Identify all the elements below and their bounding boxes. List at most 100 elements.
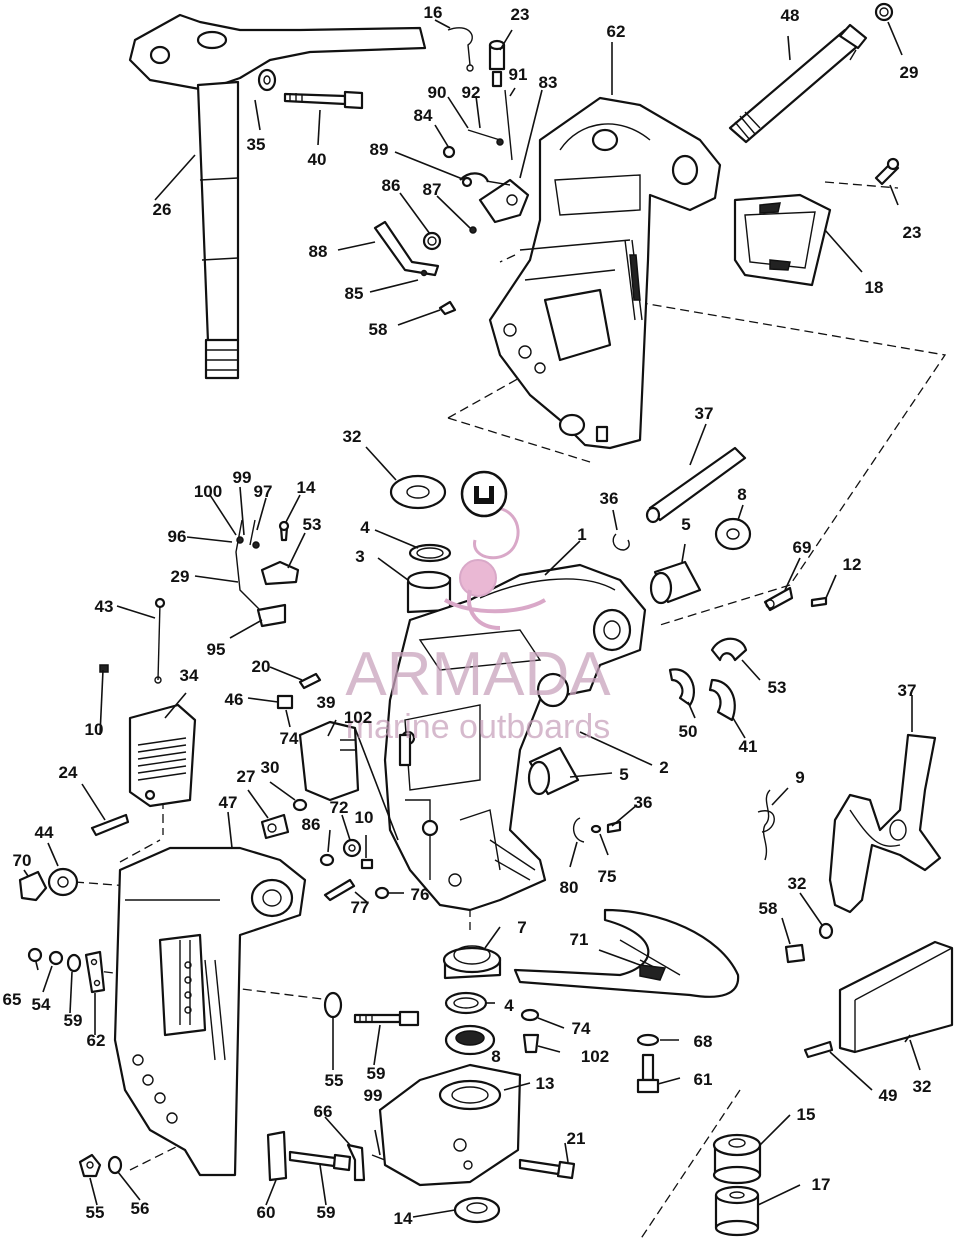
callout-label: 102	[581, 1047, 609, 1066]
callout-label: 75	[598, 867, 617, 886]
callout-label: 23	[511, 5, 530, 24]
nut-10	[99, 664, 109, 673]
callout-label: 32	[343, 427, 362, 446]
bushing-5-lower	[527, 746, 580, 796]
callout-label: 44	[35, 823, 54, 842]
bushing-3	[406, 570, 452, 614]
link-rod-89-92	[467, 89, 513, 161]
callout-label: 36	[634, 793, 653, 812]
callout-label: 59	[367, 1064, 386, 1083]
callout-label: 59	[317, 1203, 336, 1222]
bolt-59-lower	[288, 1150, 352, 1172]
callout-label: 41	[739, 737, 758, 756]
bushing-5-upper	[649, 560, 702, 605]
bolt-59-upper	[353, 1010, 420, 1027]
callout-label: 47	[219, 793, 238, 812]
callout-label: 7	[517, 918, 526, 937]
watermark-tagline: marine outboards	[346, 708, 611, 746]
callout-label: 21	[567, 1129, 586, 1148]
housing-13	[378, 1063, 522, 1187]
callout-label: 65	[3, 990, 22, 1009]
callout-label: 18	[865, 278, 884, 297]
spring-46	[276, 694, 294, 710]
callout-label: 24	[59, 763, 78, 782]
callout-labels: 16 23 62 48 29 35 40 26 91 90 92 83 84 8…	[3, 3, 932, 1228]
swivel-bracket-1	[383, 563, 647, 912]
watermark-logo: ARMADA marine outboards	[345, 470, 611, 746]
clip-35	[612, 533, 630, 551]
callout-label: 80	[560, 878, 579, 897]
callout-label: 74	[572, 1019, 591, 1038]
callout-label: 43	[95, 597, 114, 616]
cover-20	[128, 703, 197, 808]
stern-bracket-45	[113, 846, 307, 1177]
callout-label: 32	[913, 1077, 932, 1096]
nut-53-lower	[78, 1153, 102, 1178]
callout-label: 84	[414, 106, 433, 125]
clip-80	[573, 817, 585, 843]
cap-21	[488, 39, 506, 88]
callout-label: 2	[659, 758, 668, 777]
nut-53-upper	[48, 950, 64, 966]
bolt-61	[636, 1053, 660, 1094]
callout-label: 102	[344, 708, 372, 727]
callout-label: 17	[812, 1175, 831, 1194]
steering-arm-24	[128, 13, 427, 380]
callout-label: 23	[903, 223, 922, 242]
cam-51	[710, 637, 748, 662]
callout-label: 40	[308, 150, 327, 169]
callout-label: 85	[345, 284, 364, 303]
callout-label: 20	[252, 657, 271, 676]
callout-label: 74	[280, 729, 299, 748]
callout-label: 4	[504, 996, 514, 1015]
seal-4-upper	[408, 543, 452, 563]
spring-86	[422, 226, 477, 251]
bearing-8	[444, 1024, 496, 1056]
washer-28	[292, 798, 308, 812]
bolt-19	[518, 1158, 576, 1180]
callout-label: 60	[257, 1203, 276, 1222]
screw-102	[522, 1033, 540, 1054]
callout-label: 99	[233, 468, 252, 487]
lead-43	[154, 597, 166, 684]
callout-label: 8	[737, 485, 746, 504]
leader-lines	[23, 19, 921, 1218]
washer-70	[636, 1033, 660, 1047]
screw-76	[374, 886, 390, 900]
callout-label: 29	[171, 567, 190, 586]
knob-67	[18, 870, 48, 902]
callout-label: 34	[180, 666, 199, 685]
callout-label: 50	[679, 722, 698, 741]
clamp-bracket-64	[488, 96, 722, 450]
screw-58	[438, 300, 457, 316]
screw-12	[278, 520, 290, 542]
callout-label: 68	[694, 1032, 713, 1051]
lever-88	[373, 220, 440, 277]
callout-label: 72	[330, 798, 349, 817]
callout-label: 36	[600, 489, 619, 508]
pin-99	[371, 1154, 386, 1161]
callout-label: 10	[85, 720, 104, 739]
screw-49	[803, 1040, 834, 1059]
bushing-7	[442, 945, 502, 980]
callout-label: 4	[360, 518, 370, 537]
callout-label: 30	[261, 758, 280, 777]
washer-30	[818, 922, 834, 940]
callout-label: 35	[247, 135, 266, 154]
callout-label: 5	[681, 515, 690, 534]
callout-label: 10	[355, 808, 374, 827]
callout-label: 8	[491, 1047, 500, 1066]
screw-77	[323, 878, 356, 902]
bushing-56-right	[784, 943, 806, 964]
callout-label: 90	[428, 83, 447, 102]
washer-56-left	[66, 953, 82, 973]
callout-label: 86	[382, 176, 401, 195]
washer-32	[389, 474, 447, 510]
callout-label: 89	[370, 140, 389, 159]
callout-label: 61	[694, 1070, 713, 1089]
plate-60	[266, 1130, 288, 1182]
callout-label: 96	[168, 527, 187, 546]
callout-label: 88	[309, 242, 328, 261]
callout-label: 58	[759, 899, 778, 918]
mount-15	[712, 1133, 762, 1185]
